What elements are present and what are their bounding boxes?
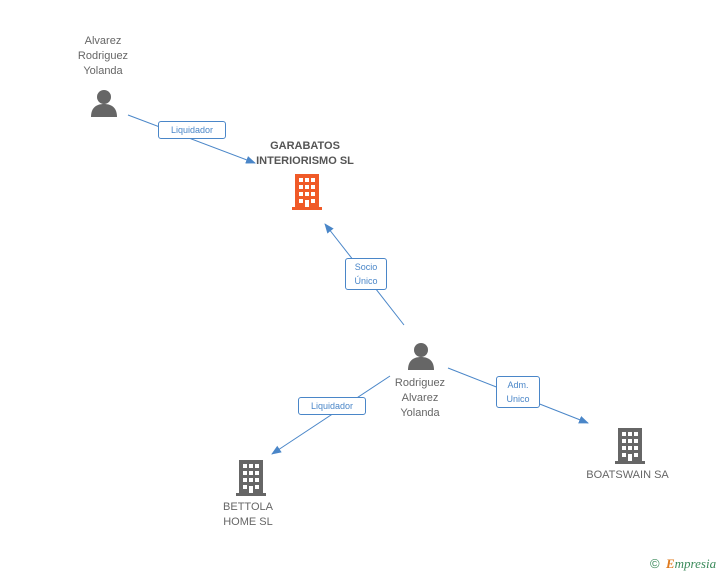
logo-initial: E [666, 556, 675, 571]
edge-liquidador-bettola [271, 375, 391, 455]
building-icon[interactable] [292, 174, 322, 210]
empresia-logo[interactable]: Empresia [666, 556, 716, 572]
edge-label-liquidador[interactable]: Liquidador [158, 121, 226, 139]
edge-label-liquidador[interactable]: Liquidador [298, 397, 366, 415]
building-icon[interactable] [236, 460, 266, 496]
company-name-boatswain[interactable]: BOATSWAIN SA [586, 469, 669, 481]
person-name-alvarez-rodriguez[interactable]: Alvarez Rodriguez Yolanda [77, 35, 129, 77]
person-icon[interactable] [91, 90, 117, 117]
edge-liquidador-top [127, 114, 256, 164]
company-name-bettola[interactable]: BETTOLA HOME SL [223, 501, 273, 528]
person-name-rodriguez-alvarez[interactable]: Rodriguez Alvarez Yolanda [394, 377, 446, 419]
copyright-symbol: © [650, 556, 660, 571]
company-name-garabatos[interactable]: GARABATOS INTERIORISMO SL [256, 140, 354, 167]
building-icon[interactable] [615, 428, 645, 464]
edge-label-adm-unico[interactable]: Adm. Unico [496, 376, 540, 408]
person-icon[interactable] [408, 343, 434, 370]
edge-label-socio-unico[interactable]: Socio Único [345, 258, 387, 290]
logo-text: mpresia [674, 556, 717, 571]
